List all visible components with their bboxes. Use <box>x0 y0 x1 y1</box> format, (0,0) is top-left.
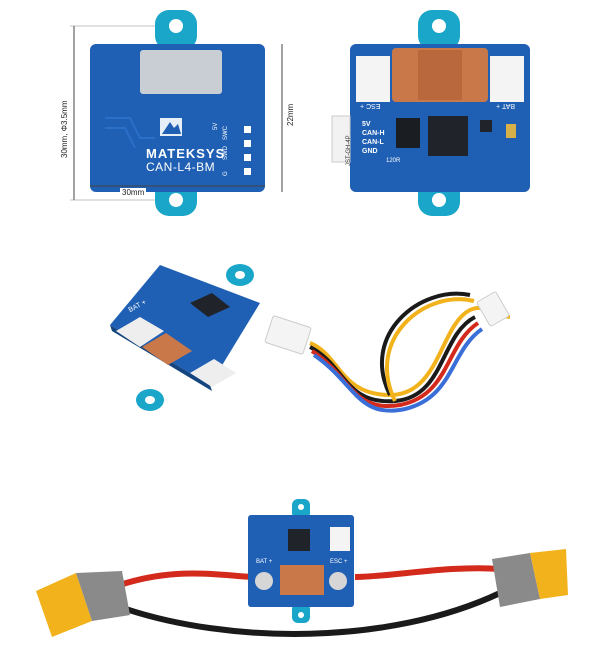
bottom-board-svg <box>36 499 568 637</box>
middle-jst-connector <box>264 315 312 355</box>
dim-height-label: 30mm, Φ3.5mm <box>60 100 69 158</box>
pin-label-can-l: CAN-L <box>362 139 384 146</box>
middle-copper-shunt <box>142 333 192 365</box>
bottom-bat-label: BAT + <box>256 559 273 565</box>
bottom-copper-shunt <box>280 565 324 595</box>
pin-labels: 5V CAN-H CAN-L GND <box>362 120 385 156</box>
middle-board-svg <box>110 264 511 413</box>
bat-label: BAT + <box>496 102 516 109</box>
red-wire-right <box>354 565 501 580</box>
silver-shunt-pad <box>140 50 222 94</box>
pin-label-gnd: GND <box>362 148 378 155</box>
pin-label-5v: 5V <box>362 121 371 128</box>
pad-label-5v: 5V <box>213 122 219 130</box>
pad-label-g: G <box>223 171 229 176</box>
bottom-esc-label: ESC + <box>330 559 348 565</box>
top-right-board-photo: 5V CAN-H CAN-L GND JST-GH-4P ESC + BAT +… <box>330 8 550 218</box>
top-left-board-photo: MATEKSYS CAN-L4-BM 5V SWC SWD G 30mm, Φ3… <box>60 8 300 218</box>
brand-text: MATEKSYS <box>146 146 226 161</box>
bat-pad <box>490 56 524 102</box>
xt60-left-connector <box>36 573 92 637</box>
black-wire <box>119 590 502 637</box>
pad-group <box>244 126 251 175</box>
dim-width-label: 30mm <box>120 188 147 197</box>
esc-pad <box>356 56 390 102</box>
dim-body-label: 22mm <box>286 103 295 126</box>
connector-label: JST-GH-4P <box>346 135 352 166</box>
bottom-pcb-body <box>248 515 354 607</box>
pad-label-swd: SWD <box>223 146 229 160</box>
bottom-board-photo: BAT + ESC + <box>30 495 570 655</box>
esc-label: ESC + <box>360 102 381 109</box>
red-wire-left <box>119 570 256 588</box>
cable-harness <box>309 291 511 413</box>
middle-pcb-body <box>110 265 260 385</box>
middle-board-photo: BAT + ESC + <box>90 255 511 445</box>
xt60-right-connector <box>530 549 568 599</box>
pin-label-can-h: CAN-H <box>362 130 385 137</box>
top-left-board-svg <box>70 10 283 216</box>
model-text: CAN-L4-BM <box>146 160 216 174</box>
jst-connector <box>331 115 351 163</box>
mcu-chip <box>428 116 468 156</box>
pad-label-swc: SWC <box>223 126 229 140</box>
top-right-board-svg <box>331 10 530 216</box>
cable-end-connector <box>476 291 510 327</box>
res-label: 120R <box>386 158 401 164</box>
